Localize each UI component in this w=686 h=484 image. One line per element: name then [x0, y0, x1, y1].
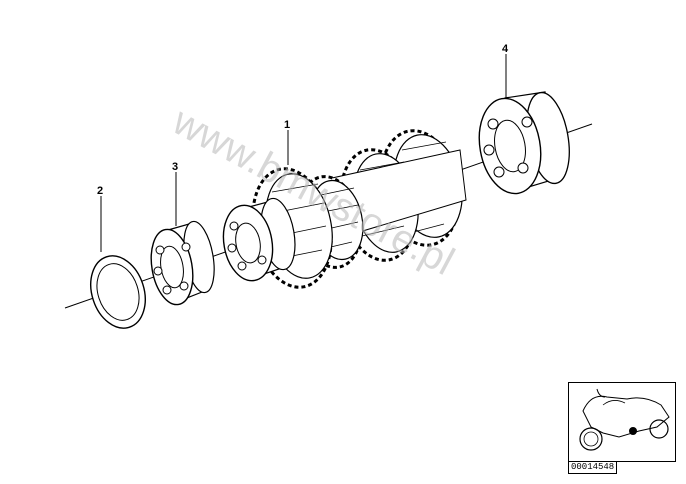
bearing-small[interactable] — [146, 219, 219, 308]
bearing-large[interactable] — [472, 89, 576, 198]
callout-label-2: 2 — [97, 185, 103, 197]
motorcycle-thumbnail[interactable] — [568, 382, 676, 462]
motorcycle-icon — [579, 388, 670, 451]
callout-label-4: 4 — [502, 43, 509, 55]
highlight-dot — [629, 427, 637, 435]
callout-label-3: 3 — [172, 161, 178, 173]
bearing-shaft-front — [222, 197, 296, 282]
part-number-label: 00014548 — [568, 461, 618, 474]
callout-label-1: 1 — [284, 119, 290, 131]
shim-ring[interactable] — [82, 249, 154, 335]
